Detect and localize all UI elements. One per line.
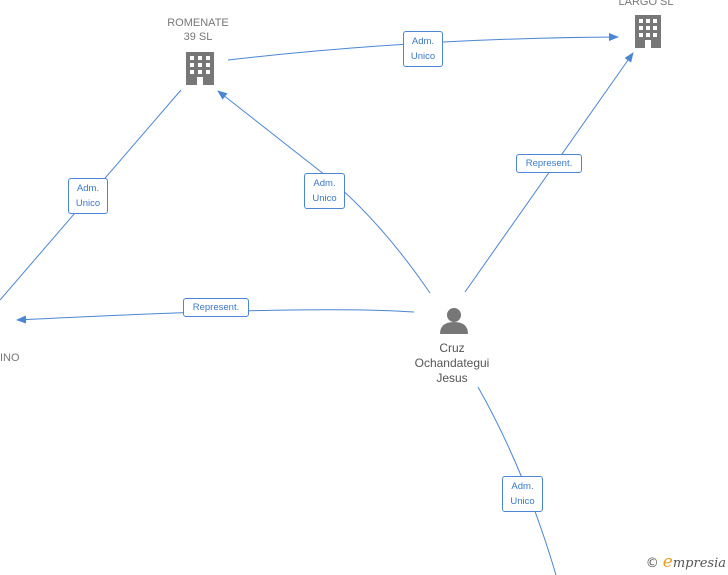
company-name: LARGO SL — [618, 0, 674, 8]
person-name-line2: Ochandategui — [414, 356, 490, 370]
building-icon[interactable] — [635, 15, 661, 48]
edge-person-bottom — [477, 386, 557, 575]
brand-initial: e — [662, 552, 673, 572]
role-line2: Unico — [312, 193, 337, 204]
edge-label-person-romenate[interactable]: Adm. Unico — [304, 173, 345, 209]
person-name-line1: Cruz — [439, 341, 465, 355]
edge-label-person-largo[interactable]: Represent. — [516, 154, 582, 173]
person-name-line3: Jesus — [436, 371, 468, 385]
company-label-left[interactable]: INO — [0, 351, 30, 365]
edge-person-left — [16, 309, 415, 324]
edge-label-romenate-left[interactable]: Adm. Unico — [68, 178, 108, 214]
edge-label-person-bottom[interactable]: Adm. Unico — [502, 476, 543, 512]
company-name-line2: 39 SL — [183, 31, 213, 43]
role-line2: Unico — [75, 198, 101, 209]
role-line1: Represent. — [192, 302, 240, 313]
role-line1: Adm. — [511, 481, 534, 492]
role-line2: Unico — [410, 51, 436, 62]
role-line1: Represent. — [525, 158, 573, 169]
company-label-largo[interactable]: LARGO SL — [606, 0, 686, 9]
role-line2: Unico — [510, 496, 535, 507]
role-line1: Adm. — [313, 178, 336, 189]
copyright-icon: © — [645, 556, 659, 571]
role-line1: Adm. — [411, 36, 435, 47]
person-icon[interactable] — [440, 308, 468, 334]
edge-label-person-left[interactable]: Represent. — [183, 298, 249, 317]
role-line1: Adm. — [76, 183, 100, 194]
company-name-line1: ROMENATE — [167, 17, 229, 29]
brand-watermark: ©empresia — [646, 552, 726, 572]
person-label[interactable]: Cruz Ochandategui Jesus — [402, 341, 502, 386]
edge-label-romenate-largo[interactable]: Adm. Unico — [403, 31, 443, 67]
company-label-romenate[interactable]: ROMENATE 39 SL — [150, 16, 246, 44]
company-name: INO — [0, 352, 20, 364]
building-icon[interactable] — [186, 52, 214, 85]
brand-name: mpresia — [672, 556, 726, 571]
